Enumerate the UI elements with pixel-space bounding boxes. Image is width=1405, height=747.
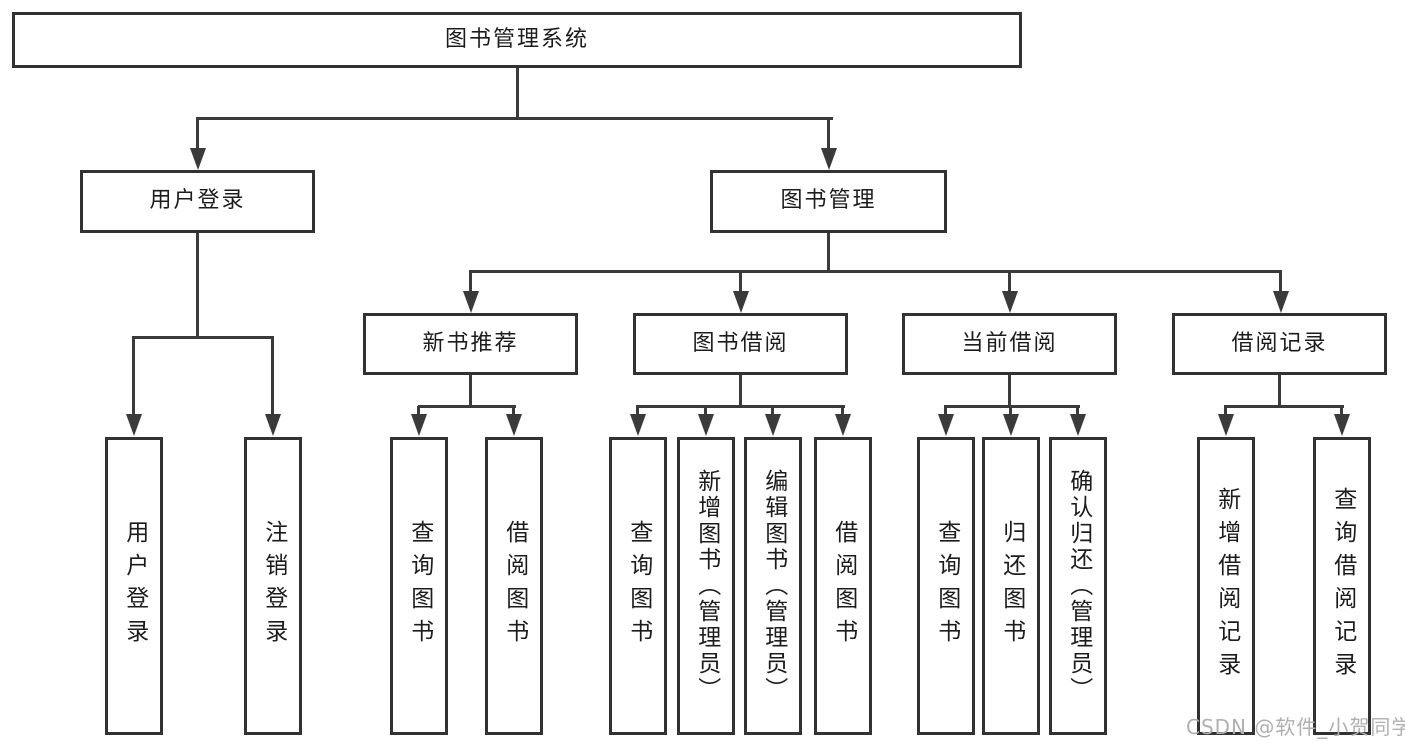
arrowhead-icon [411, 414, 427, 436]
connector-line [704, 406, 707, 418]
leaf-query-books-recommend: 查询图书 [390, 437, 448, 735]
connector-line [271, 338, 274, 417]
connector-line [636, 406, 639, 418]
leaf-confirm-return-admin: 确认归还（管理员） [1049, 437, 1107, 735]
arrowhead-icon [1334, 414, 1350, 436]
leaf-logout: 注销登录 [244, 437, 302, 735]
connector-line [516, 68, 519, 119]
arrowhead-icon [506, 414, 522, 436]
connector-line [944, 405, 1080, 408]
connector-line [512, 406, 515, 418]
connector-line [196, 119, 199, 150]
connector-line [827, 233, 830, 272]
connector-line [827, 119, 830, 150]
node-book-borrowing: 图书借阅 [633, 313, 848, 375]
arrowhead-icon [1003, 414, 1019, 436]
connector-line [132, 338, 135, 417]
arrowhead-icon [698, 414, 714, 436]
arrowhead-icon [462, 291, 479, 313]
arrowhead-icon [1001, 291, 1018, 313]
node-user-login: 用户登录 [80, 170, 315, 233]
arrowhead-icon [1218, 414, 1234, 436]
connector-line [196, 233, 199, 338]
connector-line [771, 406, 774, 418]
arrowhead-icon [630, 414, 646, 436]
leaf-query-borrow-record: 查询借阅记录 [1313, 437, 1371, 735]
connector-line [739, 272, 742, 293]
leaf-borrow-books-recommend: 借阅图书 [485, 437, 543, 735]
arrowhead-icon [189, 148, 206, 170]
connector-line [1009, 406, 1012, 418]
leaf-return-books: 归还图书 [982, 437, 1040, 735]
connector-line [1076, 406, 1079, 418]
node-new-book-recommendation: 新书推荐 [363, 313, 578, 375]
connector-line [1340, 406, 1343, 418]
connector-line [1279, 272, 1282, 293]
node-borrowing-records: 借阅记录 [1172, 313, 1387, 375]
connector-line [944, 406, 947, 418]
connector-line [196, 117, 833, 120]
connector-line [636, 405, 845, 408]
arrowhead-icon [1070, 414, 1086, 436]
connector-line [1278, 375, 1281, 407]
arrowhead-icon [820, 148, 837, 170]
arrowhead-icon [938, 414, 954, 436]
connector-line [841, 406, 844, 418]
arrowhead-icon [1272, 291, 1289, 313]
connector-line [469, 272, 472, 293]
leaf-edit-book-admin: 编辑图书（管理员） [744, 437, 802, 735]
arrowhead-icon [126, 414, 142, 436]
connector-line [417, 406, 420, 418]
connector-line [1224, 406, 1227, 418]
leaf-query-books-borrowing: 查询图书 [609, 437, 667, 735]
arrowhead-icon [835, 414, 851, 436]
connector-line [1008, 272, 1011, 293]
arrowhead-icon [764, 414, 781, 436]
leaf-add-borrow-record: 新增借阅记录 [1197, 437, 1255, 735]
connector-line [418, 405, 516, 408]
connector-line [1008, 375, 1011, 407]
node-library-management-system: 图书管理系统 [12, 12, 1022, 68]
arrowhead-icon [264, 414, 281, 436]
connector-line [132, 336, 274, 339]
leaf-user-login: 用户登录 [105, 437, 163, 735]
connector-line [1224, 405, 1344, 408]
node-book-management: 图书管理 [710, 170, 947, 233]
leaf-add-book-admin: 新增图书（管理员） [677, 437, 735, 735]
connector-line [469, 270, 1282, 273]
connector-line [469, 375, 472, 407]
watermark: CSDN @软件_小贺同学 [1186, 715, 1405, 739]
arrowhead-icon [732, 291, 749, 313]
node-current-borrowing: 当前借阅 [902, 313, 1117, 375]
connector-line [739, 375, 742, 407]
leaf-query-books-current: 查询图书 [917, 437, 975, 735]
leaf-borrow-books-borrowing: 借阅图书 [814, 437, 872, 735]
